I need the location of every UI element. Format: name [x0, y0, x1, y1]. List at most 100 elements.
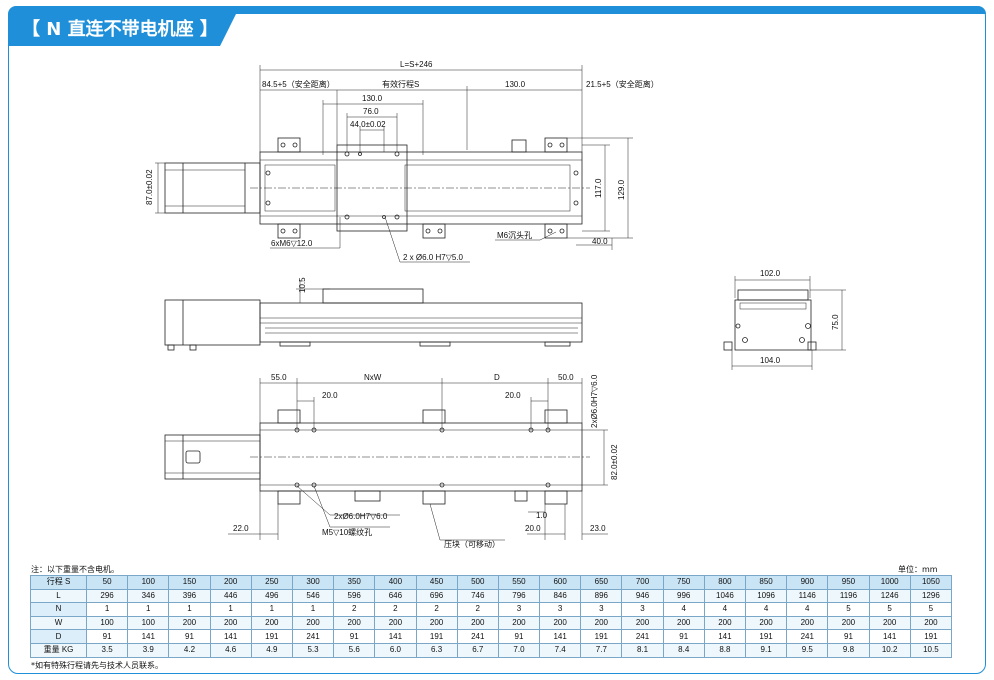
- unit-label: 单位：mm: [898, 565, 938, 574]
- dim-pin-vertical: 2xØ6.0H7▽6.0: [590, 374, 599, 428]
- table-cell: 8.8: [703, 642, 747, 658]
- table-cell: 1: [127, 602, 170, 617]
- table-cell: 1050: [909, 575, 953, 590]
- table-cell: 91: [333, 629, 376, 644]
- table-cell: 8.1: [621, 642, 664, 658]
- table-cell: 141: [127, 629, 170, 644]
- callout-counterbore: M6沉头孔: [497, 230, 532, 240]
- table-cell: 100: [85, 615, 129, 631]
- dim-82: 82.0±0.02: [610, 444, 619, 480]
- table-cell: 996: [662, 588, 705, 604]
- table-cell: 241: [291, 629, 335, 644]
- table-cell: 4.6: [209, 642, 252, 658]
- row-label: 行程 S: [30, 575, 87, 590]
- table-cell: 496: [250, 588, 293, 604]
- row-label: W: [30, 615, 87, 631]
- page-title: 【 N 直连不带电机座 】: [8, 14, 236, 46]
- table-cell: 4: [703, 602, 747, 617]
- dim-20-b: 20.0: [505, 391, 521, 400]
- dim-50: 50.0: [558, 373, 574, 382]
- table-cell: 900: [786, 575, 829, 590]
- table-cell: 141: [703, 629, 747, 644]
- table-cell: 200: [827, 615, 870, 631]
- table-cell: 446: [209, 588, 252, 604]
- table-cell: 200: [168, 615, 211, 631]
- table-cell: 191: [415, 629, 458, 644]
- table-note: 注：以下重量不含电机。: [31, 565, 119, 574]
- row-label: 重量 KG: [30, 642, 87, 658]
- table-cell: 350: [333, 575, 376, 590]
- table-cell: 2: [333, 602, 376, 617]
- table-cell: 9.5: [786, 642, 829, 658]
- table-cell: 346: [127, 588, 170, 604]
- table-cell: 1: [291, 602, 335, 617]
- table-cell: 1: [85, 602, 129, 617]
- table-cell: 2: [456, 602, 499, 617]
- dim-20-c: 20.0: [525, 524, 541, 533]
- dim-102: 102.0: [760, 269, 781, 278]
- callout-m5: M5▽10螺纹孔: [322, 527, 372, 537]
- table-cell: 150: [168, 575, 211, 590]
- table-cell: 50: [85, 575, 129, 590]
- table-cell: 550: [497, 575, 541, 590]
- table-cell: 1: [250, 602, 293, 617]
- table-cell: 91: [497, 629, 541, 644]
- table-cell: 91: [85, 629, 129, 644]
- callout-pin2: 2xØ6.0H7▽6.0: [334, 512, 388, 521]
- table-cell: 4.9: [250, 642, 293, 658]
- table-cell: 4: [744, 602, 788, 617]
- table-cell: 4: [786, 602, 829, 617]
- dim-75: 75.0: [831, 314, 840, 330]
- table-cell: 796: [497, 588, 541, 604]
- table-cell: 7.0: [497, 642, 541, 658]
- table-cell: 200: [209, 575, 252, 590]
- technical-drawing: L=S+246 84.5+5（安全距离） 有效行程S 130.0 21.5+5（…: [145, 60, 846, 549]
- table-cell: 650: [580, 575, 623, 590]
- table-cell: 5.6: [333, 642, 376, 658]
- table-cell: 6.7: [456, 642, 499, 658]
- table-cell: 91: [827, 629, 870, 644]
- table-cell: 8.4: [662, 642, 705, 658]
- table-cell: 896: [580, 588, 623, 604]
- table-cell: 200: [291, 615, 335, 631]
- table-cell: 141: [539, 629, 582, 644]
- table-cell: 100: [127, 615, 170, 631]
- table-cell: 200: [333, 615, 376, 631]
- table-cell: 100: [127, 575, 170, 590]
- table-cell: 91: [662, 629, 705, 644]
- table-cell: 200: [868, 615, 911, 631]
- table-cell: 400: [374, 575, 417, 590]
- dim-overall-length: L=S+246: [400, 60, 433, 69]
- table-cell: 3: [580, 602, 623, 617]
- table-cell: 5.3: [291, 642, 335, 658]
- table-cell: 200: [909, 615, 953, 631]
- table-cell: 191: [909, 629, 953, 644]
- table-cell: 5: [868, 602, 911, 617]
- callout-pin-holes: 2 x Ø6.0 H7▽5.0: [403, 253, 464, 262]
- dim-40: 40.0: [592, 237, 608, 246]
- table-cell: 200: [250, 615, 293, 631]
- table-cell: 200: [374, 615, 417, 631]
- table-cell: 7.4: [539, 642, 582, 658]
- dim-104: 104.0: [760, 356, 781, 365]
- dim-76: 76.0: [363, 107, 379, 116]
- dim-44: 44.0±0.02: [350, 120, 386, 129]
- table-cell: 9.8: [827, 642, 870, 658]
- table-cell: 241: [621, 629, 664, 644]
- dim-22: 22.0: [233, 524, 249, 533]
- dim-10-5: 10.5: [298, 277, 307, 293]
- table-cell: 1146: [786, 588, 829, 604]
- table-cell: 3: [497, 602, 541, 617]
- dim-23: 23.0: [590, 524, 606, 533]
- dim-129: 129.0: [617, 179, 626, 200]
- table-cell: 2: [415, 602, 458, 617]
- dim-130-top: 130.0: [362, 94, 383, 103]
- table-cell: 950: [827, 575, 870, 590]
- table-cell: 200: [662, 615, 705, 631]
- table-cell: 200: [786, 615, 829, 631]
- table-cell: 646: [374, 588, 417, 604]
- table-cell: 200: [415, 615, 458, 631]
